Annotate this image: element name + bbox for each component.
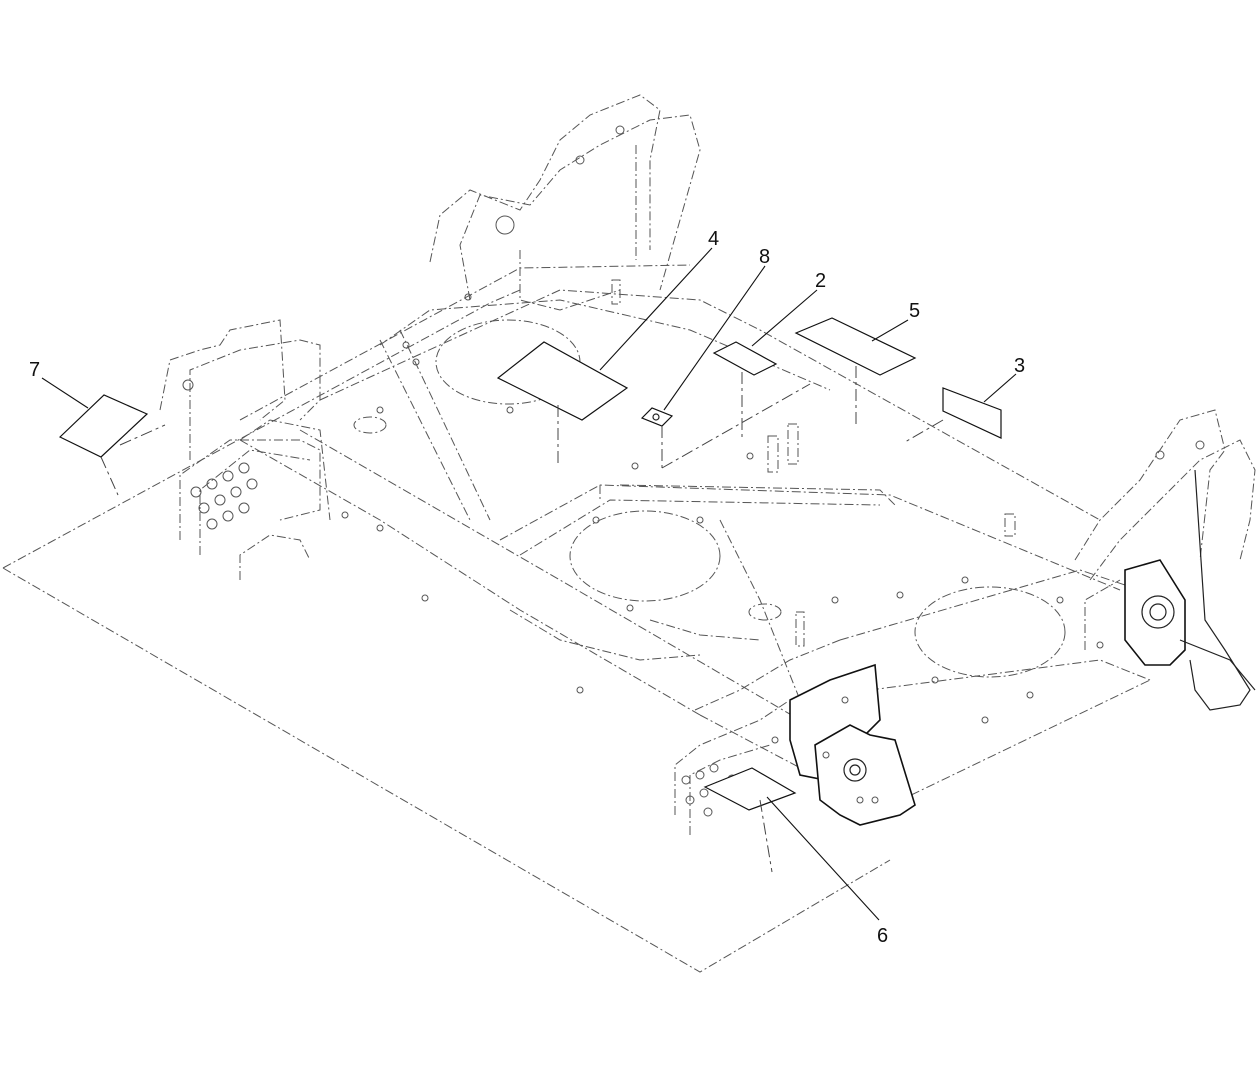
base-plane [2,289,891,973]
leader-7 [41,377,89,409]
right-pivot-bracket [1124,469,1256,711]
rear-uprights [429,94,701,311]
decal-2 [712,341,778,376]
front-pivot-bracket [789,663,916,826]
placement-lines [100,366,944,873]
frame-deck [239,264,1151,811]
callout-3: 3 [1014,355,1025,377]
decal-3 [942,387,1002,439]
callout-8: 8 [759,246,770,268]
right-uprights [1074,409,1256,650]
decal-5 [794,317,917,376]
callout-4: 4 [708,228,719,250]
decal-7 [58,394,149,458]
decal-4 [496,341,629,421]
callout-7: 7 [29,359,40,381]
leader-3 [983,373,1017,403]
decals [58,317,1002,811]
leader-5 [871,319,909,342]
leader-lines [41,247,1017,921]
deck-cutouts [353,319,1066,678]
leader-8 [663,265,766,411]
callout-5: 5 [909,300,920,322]
leader-6 [766,796,880,921]
posts [611,279,1016,647]
deck-holes [341,293,1104,804]
left-uprights [159,319,331,580]
callout-labels: 7 4 8 2 5 3 6 [29,228,1025,947]
leader-4 [599,247,713,371]
callout-6: 6 [877,925,888,947]
decal-6 [703,767,797,811]
leader-2 [751,289,818,347]
callout-2: 2 [815,270,826,292]
decal-8 [640,407,674,427]
